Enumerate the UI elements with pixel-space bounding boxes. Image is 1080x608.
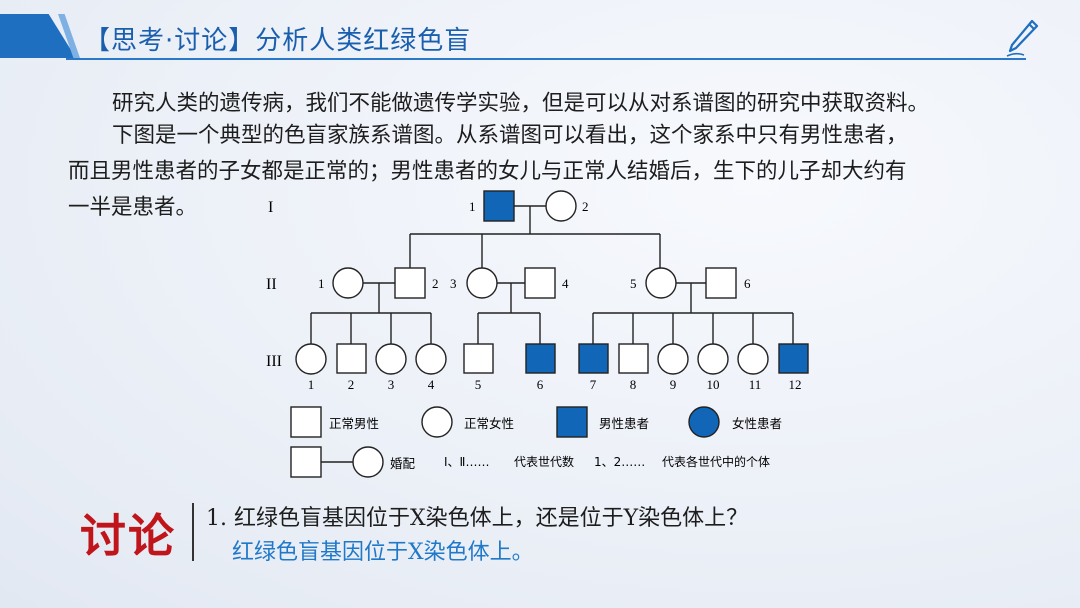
legend-normal-female-symbol [421,406,453,438]
gen3-num-7: 7 [590,377,597,392]
gen2-individual-5 [645,267,677,299]
pen-icon [1006,19,1039,57]
gen-label-3: III [266,353,282,370]
gen2-num-4: 4 [562,276,569,291]
gen3-individual-1 [295,343,327,375]
legend-normal-male-symbol [290,406,322,438]
gen3-num-4: 4 [428,377,435,392]
paragraph-2-line-3: 一半是患者。 [68,195,198,220]
gen3-num-11: 11 [749,377,762,392]
gen3-num-3: 3 [388,377,395,392]
gen3-individual-5 [463,343,494,374]
legend-marriage-female-symbol [352,446,384,478]
legend-marriage-male-symbol [290,446,322,478]
gen2-individual-4 [524,267,556,299]
gen2-individual-6 [705,267,737,299]
discussion-label: 讨论 [80,509,176,563]
gen3-individual-9 [657,343,689,375]
page-title: 【思考·讨论】分析人类红绿色盲 [84,26,472,56]
gen1-individual-2 [545,190,577,222]
gen3-num-10: 10 [707,377,720,392]
gen2-num-5: 5 [630,276,637,291]
gen3-num-1: 1 [308,377,315,392]
gen3-individual-8 [618,343,649,374]
discussion-question-1: 1. 红绿色盲基因位于X染色体上，还是位于Y染色体上？ [206,506,749,531]
legend-affected-female-symbol [688,406,720,438]
legend-gen-numerals: Ⅰ、Ⅱ…… [444,455,489,469]
gen3-num-2: 2 [348,377,355,392]
gen3-num-5: 5 [475,377,482,392]
gen2-num-6: 6 [744,276,751,291]
gen1-individual-1 [483,190,515,222]
legend-marriage-label: 婚配 [390,456,416,471]
gen3-num-12: 12 [789,377,802,392]
gen2-num-2: 2 [432,276,439,291]
paragraph-2-line-1: 下图是一个典型的色盲家族系谱图。从系谱图可以看出，这个家系中只有男性患者， [112,123,908,148]
gen3-individual-11 [737,343,769,375]
gen3-individual-12 [778,343,809,374]
gen2-individual-1 [332,267,364,299]
gen3-individual-7 [578,343,609,374]
gen3-num-6: 6 [537,377,544,392]
gen-label-1: I [268,199,273,216]
gen3-individual-10 [697,343,729,375]
title-underline [66,58,1026,60]
gen3-num-8: 8 [630,377,637,392]
discussion-answer-1: 红绿色盲基因位于X染色体上。 [232,540,534,565]
legend-affected-male-label: 男性患者 [599,416,649,431]
paragraph-2-line-2: 而且男性患者的子女都是正常的；男性患者的女儿与正常人结婚后，生下的儿子却大约有 [68,159,907,184]
gen1-num-2: 2 [582,199,589,214]
gen3-individual-4 [415,343,447,375]
legend-ind-numerals: 1、2…… [594,455,645,469]
legend-normal-male-label: 正常男性 [329,416,379,431]
gen1-num-1: 1 [469,199,476,214]
gen2-individual-3 [466,267,498,299]
gen2-individual-2 [394,267,426,299]
gen3-individual-6 [525,343,556,374]
legend-affected-female-label: 女性患者 [732,416,782,431]
gen3-num-9: 9 [670,377,677,392]
discussion-divider [192,503,194,561]
gen3-individual-2 [336,343,367,374]
paragraph-1: 研究人类的遗传病，我们不能做遗传学实验，但是可以从对系谱图的研究中获取资料。 [112,91,930,116]
legend-ind-desc: 代表各世代中的个体 [662,454,770,469]
legend-normal-female-label: 正常女性 [464,416,514,431]
legend: 正常男性 正常女性 男性患者 女性患者 婚配 Ⅰ、Ⅱ…… 代表世代数 1、2……… [290,406,782,478]
gen2-num-1: 1 [318,276,325,291]
gen3-individual-3 [375,343,407,375]
gen-label-2: II [266,276,277,293]
legend-gen-desc: 代表世代数 [514,454,574,469]
legend-affected-male-symbol [556,406,588,438]
gen2-num-3: 3 [450,276,457,291]
